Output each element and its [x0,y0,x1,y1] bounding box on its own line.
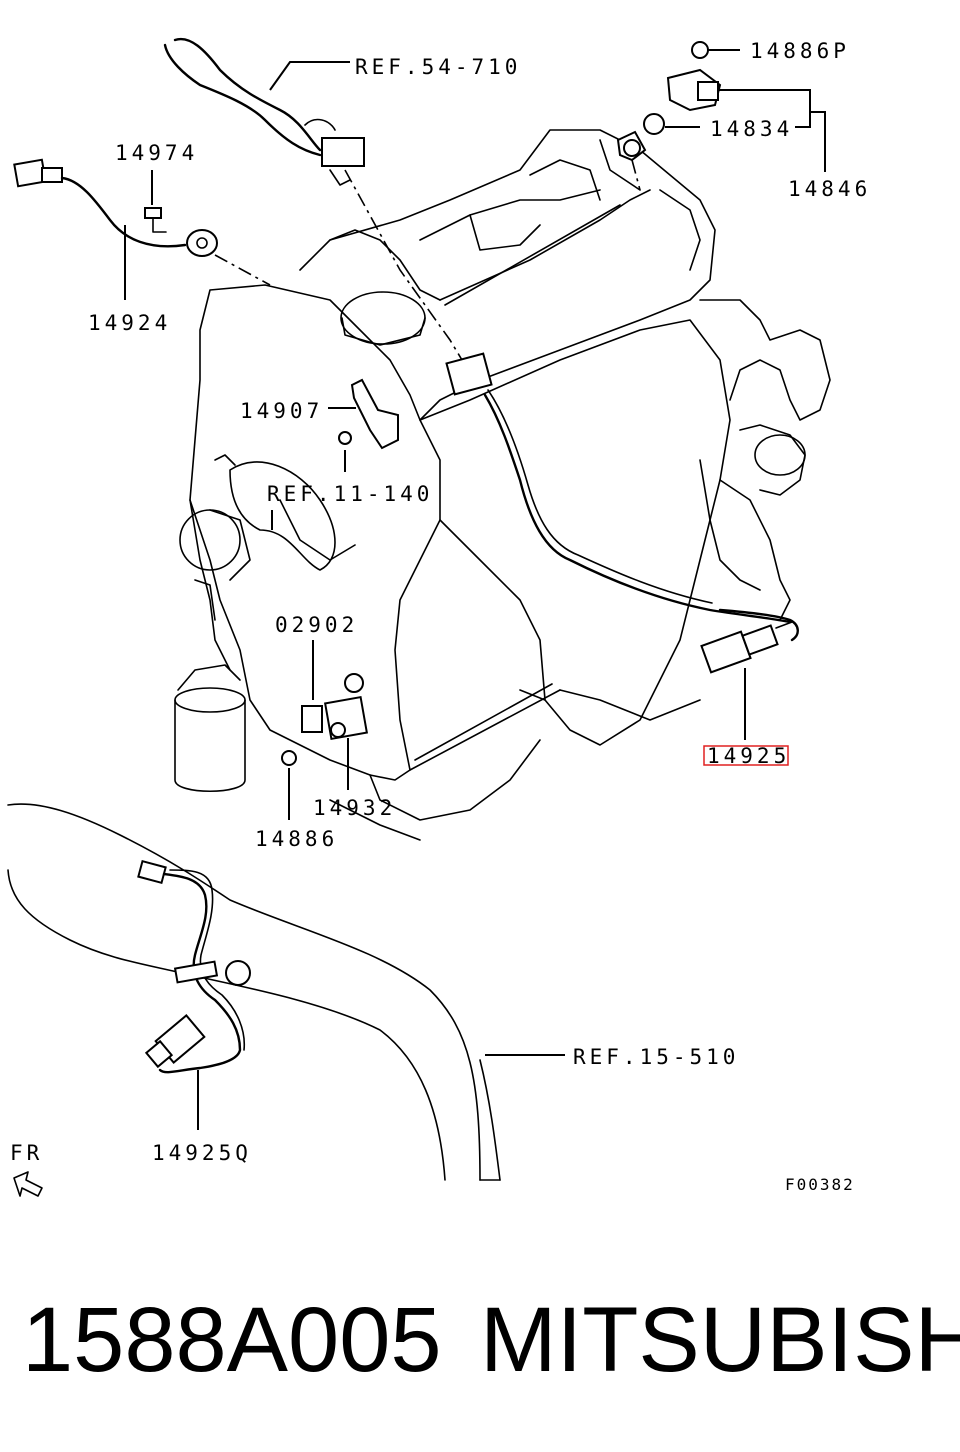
caption: 1588A005 MITSUBISHI [0,1280,960,1400]
engine-sensor-diagram: REF.54-710 14886P 14834 14846 14974 1492… [7,37,871,1197]
label-ref-54-710: REF.54-710 [355,55,521,79]
label-14925Q: 14925Q [152,1141,252,1165]
ref-line-knock [214,254,271,286]
label-14886P: 14886P [750,39,850,63]
wiring-harness-ref54 [163,37,365,186]
label-14834: 14834 [710,117,793,141]
label-14907: 14907 [240,399,323,423]
label-14932: 14932 [313,796,396,820]
front-arrow-icon [13,1171,43,1197]
o2-sensor-connector [445,352,792,624]
crank-position-sensor [281,673,369,766]
label-14886: 14886 [255,827,338,851]
highlight-box [703,745,789,766]
figure-code: F00382 [785,1175,855,1194]
o2-sensor-downstream [137,859,251,1074]
label-14925: 14925 [707,744,790,768]
label-14924: 14924 [88,311,171,335]
part-number: 1588A005 [22,1289,442,1391]
o2-sensor-upstream [700,608,799,674]
ref-line-harness [344,169,463,361]
exhaust-pipe [7,803,501,1181]
engine-block [174,129,831,841]
sensor-bracket [338,378,399,450]
brand-name: MITSUBISHI [480,1289,960,1391]
ref-line-cam [631,159,641,191]
knock-sensor [13,158,218,257]
label-14974: 14974 [115,141,198,165]
label-ref-15-510: REF.15-510 [573,1045,739,1069]
cam-position-sensor [616,41,722,162]
label-fr: FR [10,1141,43,1165]
label-14846: 14846 [788,177,871,201]
label-02902: 02902 [275,613,358,637]
label-ref-11-140: REF.11-140 [267,482,433,506]
leader-lines [124,49,826,1130]
